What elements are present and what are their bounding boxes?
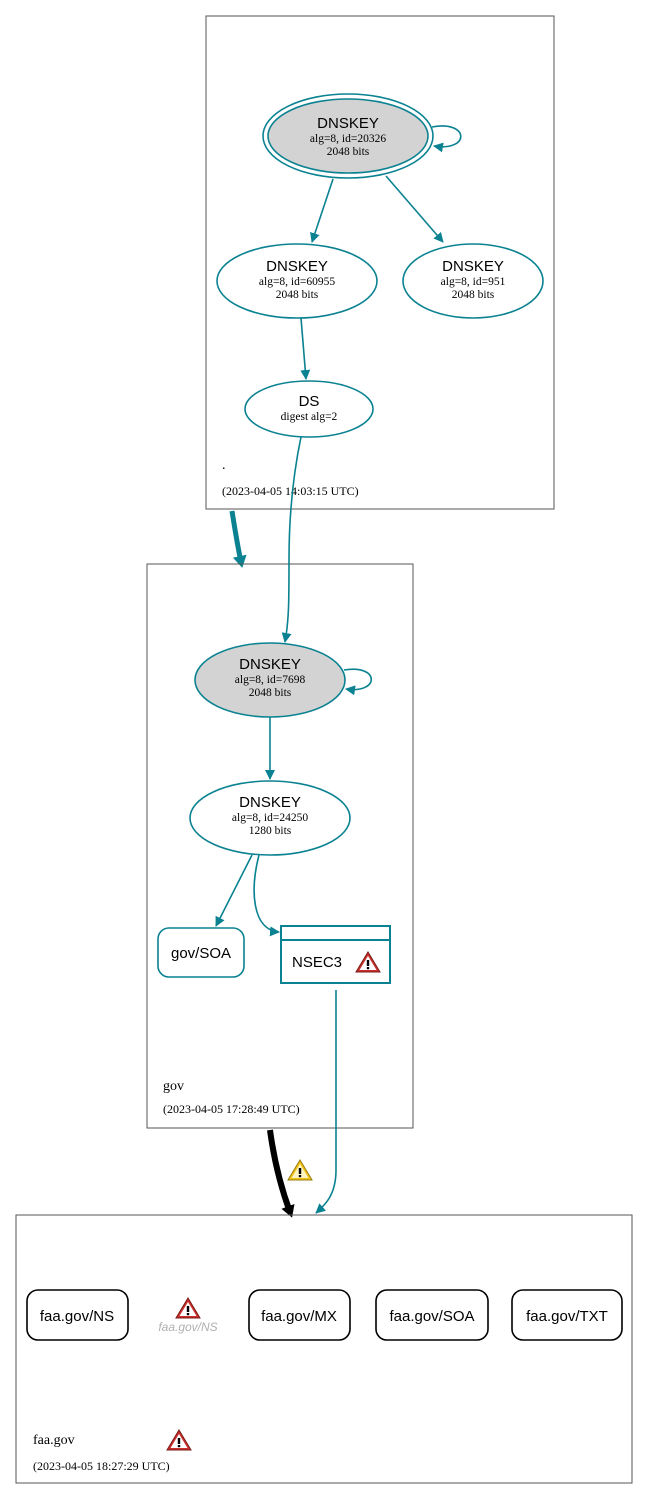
gov-zsk-ellipse	[189, 780, 351, 856]
edge-gov-zsk-to-nsec3	[253, 854, 280, 937]
edge-root-ds-to-gov-ksk	[281, 436, 302, 643]
zone-faa-error-icon	[166, 1429, 192, 1451]
faa-ghost-ns-label: faa.gov/NS	[158, 1320, 217, 1334]
root-zsk1-title: DNSKEY	[266, 258, 328, 275]
gov-zsk-line2: 1280 bits	[249, 825, 292, 837]
faa-mx-box	[248, 1289, 351, 1341]
zone-root-name: .	[222, 458, 226, 473]
root-zsk2-node[interactable]: DNSKEY alg=8, id=951 2048 bits	[402, 243, 544, 319]
faa-txt-box	[511, 1289, 623, 1341]
gov-ksk-node[interactable]: DNSKEY alg=8, id=7698 2048 bits	[194, 642, 346, 718]
edge-gov-zsk-to-soa	[215, 854, 253, 927]
root-zsk2-ellipse	[402, 243, 544, 319]
root-ds-line1: digest alg=2	[281, 411, 338, 423]
root-zsk2-line1: alg=8, id=951	[441, 276, 506, 288]
zone-gov: DNSKEY alg=8, id=7698 2048 bits DNSKEY a…	[146, 436, 414, 1129]
gov-ksk-line2: 2048 bits	[249, 687, 292, 699]
root-zsk1-line1: alg=8, id=60955	[259, 276, 335, 288]
gov-zsk-node[interactable]: DNSKEY alg=8, id=24250 1280 bits	[189, 780, 351, 856]
zone-root: DNSKEY alg=8, id=20326 2048 bits DNSKEY …	[205, 15, 555, 510]
gov-nsec3-node[interactable]: NSEC3	[280, 925, 391, 984]
faa-soa-label: faa.gov/SOA	[389, 1308, 474, 1325]
root-ksk-ellipse	[267, 98, 429, 174]
zone-faa: faa.gov/NS faa.gov/NS faa.gov/MX faa.gov…	[15, 1214, 633, 1484]
zone-faa-timestamp: (2023-04-05 18:27:29 UTC)	[33, 1459, 170, 1473]
root-zsk1-node[interactable]: DNSKEY alg=8, id=60955 2048 bits	[216, 243, 378, 319]
faa-txt-label: faa.gov/TXT	[526, 1308, 608, 1325]
delegation-root-to-gov	[229, 510, 247, 568]
zone-faa-box	[15, 1214, 633, 1484]
faa-soa-box	[375, 1289, 489, 1341]
faa-ghost-ns[interactable]: faa.gov/NS	[158, 1297, 218, 1334]
gov-nsec3-label: NSEC3	[292, 954, 342, 971]
nsec3-error-icon	[355, 951, 381, 973]
zone-gov-timestamp: (2023-04-05 17:28:49 UTC)	[163, 1102, 300, 1116]
gov-ksk-line1: alg=8, id=7698	[235, 674, 306, 686]
gov-soa-node[interactable]: gov/SOA	[157, 927, 245, 978]
root-ksk-line2: 2048 bits	[327, 146, 370, 158]
root-ds-title: DS	[299, 393, 320, 410]
root-zsk1-line2: 2048 bits	[276, 289, 319, 301]
faa-mx-label: faa.gov/MX	[261, 1308, 337, 1325]
faa-ghost-error-icon	[175, 1297, 201, 1319]
delegation-gov-to-faa	[267, 1129, 295, 1218]
root-ksk-line1: alg=8, id=20326	[310, 133, 386, 145]
faa-ns-node[interactable]: faa.gov/NS	[26, 1289, 129, 1341]
gov-zsk-title: DNSKEY	[239, 794, 301, 811]
root-zsk2-line2: 2048 bits	[452, 289, 495, 301]
root-ksk-outer-ring	[262, 93, 434, 179]
faa-ns-box	[26, 1289, 129, 1341]
root-ksk-node[interactable]: DNSKEY alg=8, id=20326 2048 bits	[262, 93, 434, 179]
faa-mx-node[interactable]: faa.gov/MX	[248, 1289, 351, 1341]
gov-zsk-line1: alg=8, id=24250	[232, 812, 308, 824]
faa-soa-node[interactable]: faa.gov/SOA	[375, 1289, 489, 1341]
faa-txt-node[interactable]: faa.gov/TXT	[511, 1289, 623, 1341]
zone-gov-name: gov	[163, 1079, 184, 1094]
root-zsk1-ellipse	[216, 243, 378, 319]
gov-nsec3-outer	[280, 925, 391, 984]
gov-soa-label: gov/SOA	[171, 945, 231, 962]
root-ds-ellipse	[244, 380, 374, 438]
root-ksk-self-loop	[431, 125, 462, 153]
gov-soa-box	[157, 927, 245, 978]
root-ksk-title: DNSKEY	[317, 115, 379, 132]
zone-root-timestamp: (2023-04-05 14:03:15 UTC)	[222, 484, 359, 498]
delegation-warning-icon	[287, 1159, 313, 1181]
edge-nsec3-to-faa	[315, 990, 337, 1214]
root-ds-node[interactable]: DS digest alg=2	[244, 380, 374, 438]
root-zsk2-title: DNSKEY	[442, 258, 504, 275]
gov-ksk-self-loop	[343, 668, 372, 696]
zone-faa-name: faa.gov	[33, 1433, 75, 1448]
faa-ns-label: faa.gov/NS	[40, 1308, 114, 1325]
edge-root-zsk1-to-ds	[300, 317, 311, 380]
zone-root-box	[205, 15, 555, 510]
gov-ksk-title: DNSKEY	[239, 656, 301, 673]
zone-gov-box	[146, 563, 414, 1129]
edge-root-ksk-to-zsk1	[310, 178, 334, 243]
edge-root-ksk-to-zsk2	[385, 175, 444, 243]
